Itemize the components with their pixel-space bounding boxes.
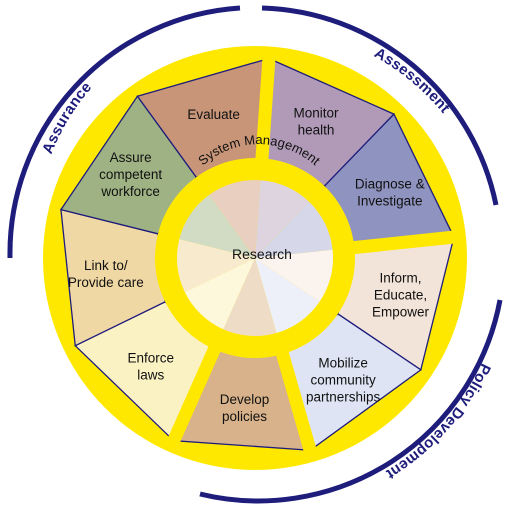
yellow-dividers	[166, 56, 457, 454]
segment-label-line: policies	[222, 409, 267, 424]
yellow-divider	[275, 350, 317, 454]
segment-label-line: Diagnose &	[355, 177, 425, 192]
center-wedge-link	[177, 239, 255, 293]
segment-label-line: laws	[137, 367, 164, 382]
center-wedge-develop	[223, 258, 277, 336]
segment-label-inform: Inform, Educate, Empower	[372, 270, 430, 319]
assessment-arrow	[261, 5, 499, 206]
segment-label-assure: Assure competent workforce	[99, 150, 162, 199]
yellow-divider	[255, 56, 276, 161]
yellow-divider	[166, 344, 222, 446]
segment-label-line: Inform,	[380, 270, 422, 285]
segment-label-line: health	[298, 122, 335, 137]
center-wedge-evaluate	[209, 180, 261, 258]
segment-label-line: Investigate	[357, 194, 422, 209]
center-wedge-assure	[179, 194, 255, 258]
segment-label-line: workforce	[100, 184, 160, 199]
segment-label-line: competent	[99, 167, 162, 182]
segment-label-line: Evaluate	[187, 107, 240, 122]
segment-label-line: community	[311, 372, 377, 387]
center-wedge-diagnose	[255, 201, 333, 258]
segment-label-monitor: Monitor health	[294, 105, 340, 137]
segment-label-enforce: Enforce laws	[128, 350, 175, 382]
segment-label-link: Link to/Provide care	[68, 258, 144, 290]
segment-label-develop: Develop policies	[220, 392, 270, 424]
segment-label-evaluate: Evaluate	[187, 107, 240, 122]
segment-label-line: Develop	[220, 392, 270, 407]
yellow-divider	[351, 230, 457, 255]
center-wedge-mobilize	[255, 258, 320, 333]
center-wedge-monitor	[255, 180, 310, 258]
segment-label-line: Assure	[110, 150, 152, 165]
center-wedge-inform	[255, 249, 333, 302]
segment-label-line: Provide care	[68, 275, 144, 290]
segment-label-line: partnerships	[306, 389, 381, 404]
segment-label-line: Mobilize	[318, 355, 368, 370]
center-wedge-enforce	[184, 258, 255, 330]
segment-label-line: Enforce	[128, 350, 175, 365]
segment-label-line: Educate,	[374, 287, 427, 302]
segment-label-line: Monitor	[294, 105, 340, 120]
policy-development-arrow	[199, 299, 503, 504]
center-wedges	[177, 180, 333, 336]
assurance-arrow	[7, 5, 241, 259]
segment-label-diagnose: Diagnose & Investigate	[355, 177, 425, 209]
segment-label-mobilize: Mobilize community partnerships	[306, 355, 381, 404]
outer-arrow-ring	[7, 5, 503, 504]
segment-label-line: Empower	[372, 304, 430, 319]
segment-label-line: Link to/	[84, 258, 128, 273]
research-label: Research	[232, 246, 292, 262]
